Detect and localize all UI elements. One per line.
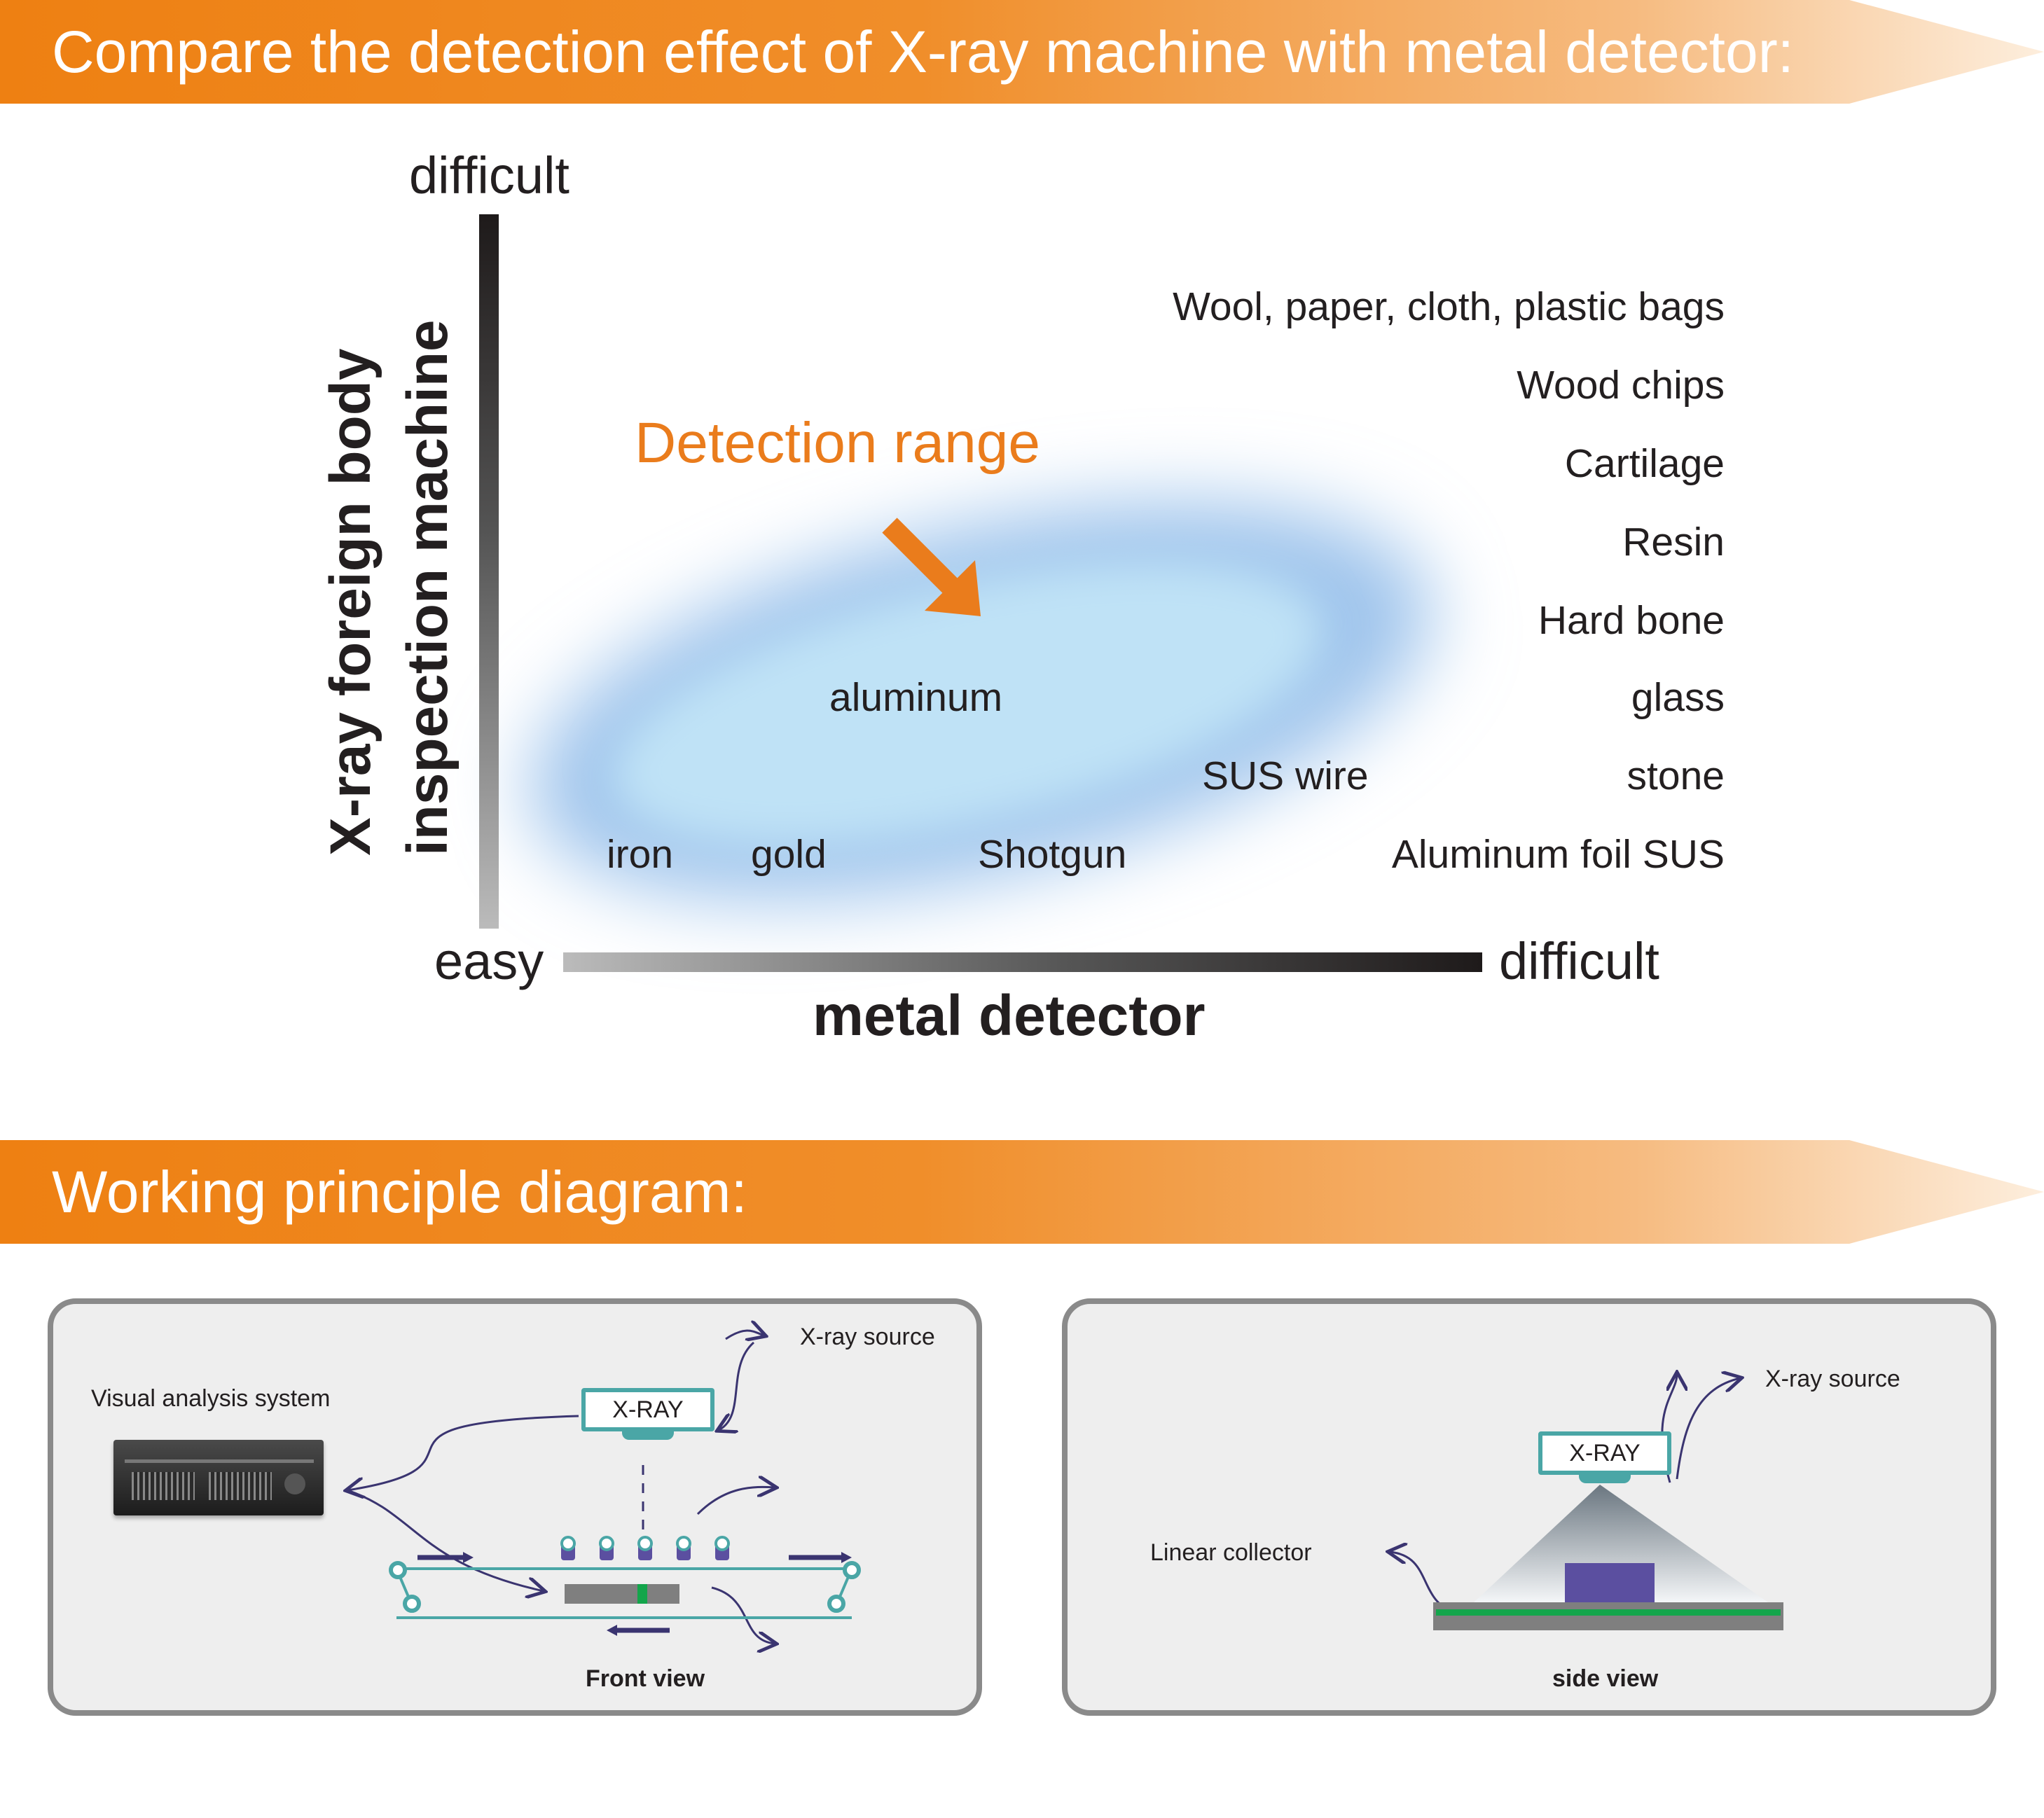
front-view-diagram bbox=[53, 1304, 861, 1710]
side-xray-box: X-RAY bbox=[1538, 1431, 1671, 1475]
material-list-item: glass bbox=[1631, 675, 1725, 720]
principle-banner: Working principle diagram: bbox=[0, 1140, 2044, 1244]
front-xray-box: X-RAY bbox=[581, 1388, 714, 1431]
material-list-item: stone bbox=[1627, 754, 1725, 798]
material-list-item: Hard bone bbox=[1538, 598, 1725, 643]
front-view-caption: Front view bbox=[586, 1665, 705, 1692]
side-xray-base bbox=[1579, 1475, 1631, 1483]
arrow-down-right-icon bbox=[882, 518, 981, 616]
side-view-caption: side view bbox=[1552, 1665, 1659, 1692]
material-list-item: Wood chips bbox=[1517, 363, 1725, 408]
side-view-panel: X-ray source X-RAY Linear collector side… bbox=[1062, 1298, 1996, 1716]
material-shotgun: Shotgun bbox=[978, 832, 1127, 877]
material-aluminum: aluminum bbox=[829, 675, 1003, 720]
y-axis-difficult-label: difficult bbox=[409, 146, 569, 204]
front-xray-box-label: X-RAY bbox=[612, 1396, 684, 1423]
banner-arrow-shape bbox=[0, 0, 2044, 104]
principle-title: Working principle diagram: bbox=[52, 1159, 747, 1225]
compare-title: Compare the detection effect of X-ray ma… bbox=[52, 19, 1795, 85]
x-axis-easy-label: easy bbox=[434, 932, 544, 990]
material-iron: iron bbox=[607, 832, 674, 877]
material-sus-wire: SUS wire bbox=[1202, 754, 1369, 798]
y-axis-title-line1: X-ray foreign body bbox=[319, 348, 382, 856]
material-list-item: Cartilage bbox=[1564, 441, 1725, 486]
material-list-item: Aluminum foil SUS bbox=[1391, 832, 1725, 877]
banner-arrow-shape bbox=[0, 1140, 2044, 1244]
y-axis-title-line2: inspection machine bbox=[396, 319, 460, 856]
material-list-item: Resin bbox=[1622, 520, 1725, 564]
x-axis-title: metal detector bbox=[813, 984, 1206, 1048]
material-list-item: Wool, paper, cloth, plastic bags bbox=[1173, 284, 1725, 329]
side-view-diagram bbox=[1068, 1304, 1783, 1630]
x-axis-difficult-label: difficult bbox=[1499, 932, 1659, 990]
front-xray-base bbox=[622, 1431, 674, 1440]
detection-range-label: Detection range bbox=[635, 411, 1040, 475]
side-xray-source-label: X-ray source bbox=[1765, 1366, 1900, 1392]
detection-range-area bbox=[528, 500, 1433, 901]
visual-analysis-label: Visual analysis system bbox=[91, 1385, 331, 1412]
x-axis-bar bbox=[563, 952, 1482, 972]
compare-banner: Compare the detection effect of X-ray ma… bbox=[0, 0, 2044, 104]
front-view-panel: X-ray source X-RAY Visual analysis syste… bbox=[48, 1298, 982, 1716]
material-gold: gold bbox=[751, 832, 827, 877]
y-axis-bar bbox=[479, 214, 499, 929]
linear-collector-label: Linear collector bbox=[1150, 1539, 1312, 1566]
side-xray-box-label: X-RAY bbox=[1569, 1440, 1641, 1466]
front-xray-source-label: X-ray source bbox=[800, 1324, 935, 1350]
computer-server-icon bbox=[113, 1440, 324, 1515]
